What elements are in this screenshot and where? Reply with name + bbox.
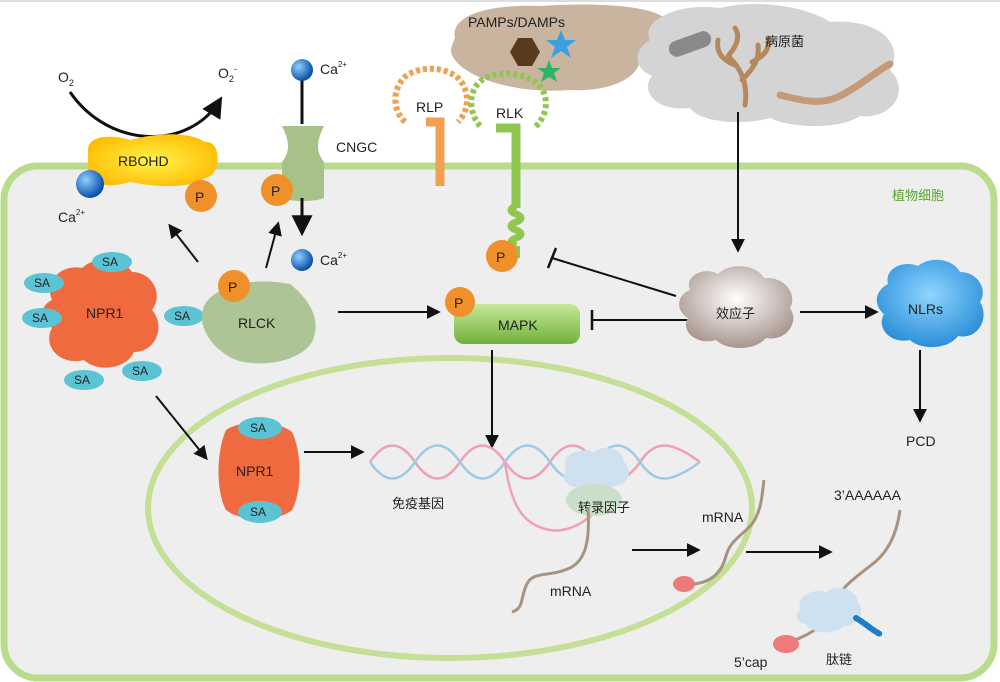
transcription-factor [563,447,629,516]
sa-molecule [64,370,104,390]
hexagon-icon [510,38,540,66]
cngc-phospho [261,174,293,206]
rbohd-label: RBOHD [118,153,169,169]
ros-production: O2 O2- [58,64,237,139]
immune-gene-label: 免疫基因 [392,496,444,512]
sa-label: SA [32,311,48,325]
mapk-phospho-label: P [454,295,463,311]
nucleus [145,355,755,661]
rbohd-phospho [185,180,217,212]
cap-label: 5’cap [734,654,768,670]
mapk-phospho [445,287,475,317]
sa-top-label: SA [250,421,266,435]
cngc-calcium-top [291,59,313,81]
nlrs: NLRs [876,259,984,348]
green-star-icon [537,60,561,82]
rlk-phospho [486,240,518,272]
o2-label: O2 [58,69,74,88]
sa-label: SA [34,276,50,290]
exported-mrna-label: mRNA [702,509,744,525]
peptide-label: 肽链 [826,653,852,668]
pathogen-label: 病原菌 [765,35,804,50]
pamps-damps: PAMPs/DAMPs [451,4,671,91]
pathogen: 病原菌 [637,3,899,127]
rlck: RLCK P [201,270,316,364]
rbohd: RBOHD Ca2+ P [58,134,218,225]
cngc-calcium-bottom-label: Ca2+ [320,251,347,268]
rlck-label: RLCK [238,315,276,331]
sa-label: SA [132,364,148,378]
nlrs-label: NLRs [908,301,943,317]
tf-label: 转录因子 [578,501,630,516]
sa-molecule [238,501,282,523]
nuclear-mrna-strand [511,507,590,614]
sa-molecule [164,306,204,326]
mapk-label: MAPK [498,317,538,333]
cngc: Ca2+ CNGC P Ca2+ [261,59,377,271]
cell-label: 植物细胞 [892,189,944,204]
signal-arrows [155,112,927,559]
rlp-receptor: RLP [392,65,470,186]
rbohd-calcium-label: Ca2+ [58,208,85,225]
sa-label: SA [74,373,90,387]
superoxide-label: O2- [218,64,237,84]
sa-label: SA [102,255,118,269]
sa-molecule [122,361,162,381]
blue-star-icon [546,30,576,58]
sa-molecule [238,417,282,439]
rlck-phospho-label: P [228,279,237,295]
rlk-label: RLK [496,105,524,121]
translating-mrna [773,509,902,653]
mapk: MAPK P [445,287,580,344]
npr1-label: NPR1 [86,305,124,321]
rlk-receptor: RLK P [468,70,549,272]
npr1-complex: NPR1 SA SA SA SA SA SA [22,252,204,390]
exported-mrna [673,479,766,592]
rlp-label: RLP [416,99,443,115]
fungus-icon [715,25,771,108]
nuclear-npr1: NPR1 SA SA [218,417,300,523]
rlck-phospho [218,270,250,302]
pamps-label: PAMPs/DAMPs [468,14,565,30]
rbohd-calcium-ball [76,170,104,198]
sa-molecule [24,273,64,293]
nuclear-mrna-label: mRNA [550,583,592,599]
sa-molecule [22,308,62,328]
cngc-calcium-bottom [291,249,313,271]
polya-label: 3’AAAAAA [834,487,902,503]
effector-label: 效应子 [716,306,755,322]
rlk-phospho-label: P [496,249,505,265]
bacterium-icon [668,31,712,57]
cngc-phospho-label: P [271,183,280,199]
cngc-calcium-top-label: Ca2+ [320,60,347,77]
sa-molecule [92,252,132,272]
nuclear-npr1-label: NPR1 [236,463,274,479]
sa-label: SA [174,309,190,323]
rbohd-phospho-label: P [195,189,204,205]
nematode-icon [776,60,894,105]
sa-bottom-label: SA [250,505,266,519]
effector: 效应子 [679,266,794,348]
cngc-label: CNGC [336,139,377,155]
pcd-label: PCD [906,433,936,449]
